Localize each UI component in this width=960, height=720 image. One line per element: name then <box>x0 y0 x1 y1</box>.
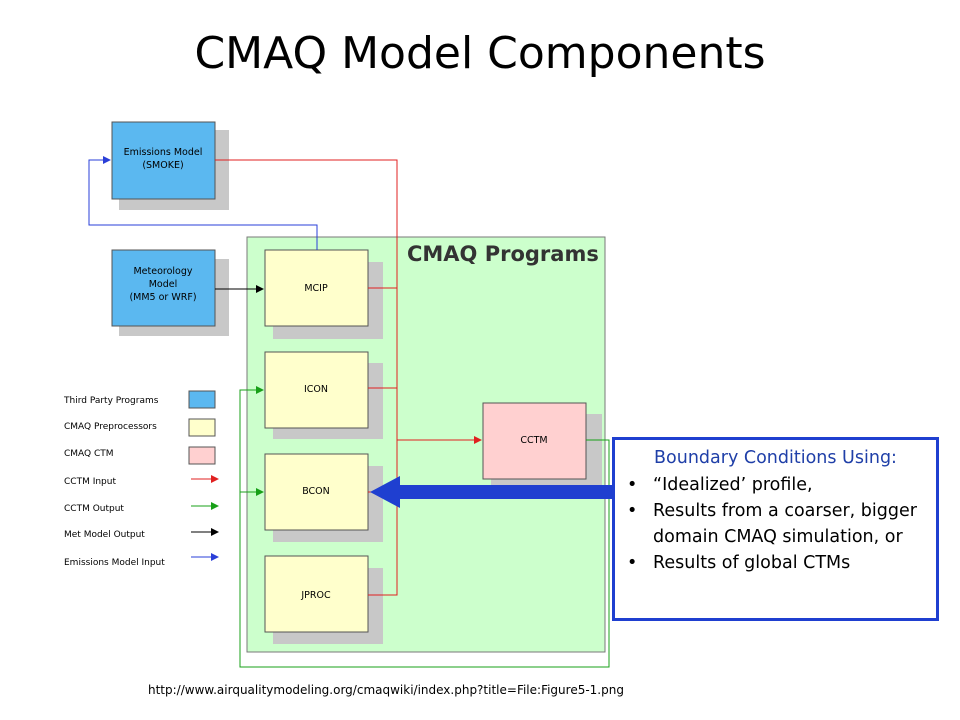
legend-label-emissions-input: Emissions Model Input <box>64 558 165 568</box>
bcon-label: BCON <box>302 486 330 497</box>
legend-swatch-third-party <box>188 390 216 409</box>
cctm-label: CCTM <box>520 435 547 446</box>
legend-swatch-ctm <box>188 446 216 465</box>
emissions-model-line1: Emissions Model <box>124 147 203 158</box>
legend-label-met-output: Met Model Output <box>64 530 145 540</box>
callout-bullet: “Idealized’ profile, <box>627 472 926 498</box>
callout-bullet-list: “Idealized’ profile, Results from a coar… <box>625 472 926 576</box>
cmaq-programs-label: CMAQ Programs <box>407 242 599 266</box>
met-model-line3: (MM5 or WRF) <box>129 292 196 303</box>
legend-label-cctm-input: CCTM Input <box>64 477 116 487</box>
svg-text:(MM5 or WRF): (MM5 or WRF) <box>129 292 196 303</box>
emissions-input-arrow <box>88 156 318 250</box>
slide-title: CMAQ Model Components <box>194 28 766 79</box>
icon-label: ICON <box>304 384 328 395</box>
boundary-conditions-arrow <box>370 476 612 508</box>
callout-bullet: Results from a coarser, bigger domain CM… <box>627 498 926 550</box>
mcip-box: MCIP <box>264 249 383 339</box>
cctm-box: CCTM <box>482 402 602 491</box>
legend: Third Party Programs CMAQ Preprocessors … <box>63 390 219 568</box>
callout-bullet: Results of global CTMs <box>627 550 926 576</box>
jproc-label: JPROC <box>300 590 331 601</box>
legend-label-third-party: Third Party Programs <box>63 396 159 406</box>
icon-box: ICON <box>264 351 383 439</box>
mcip-label: MCIP <box>304 283 328 294</box>
legend-label-preprocessors: CMAQ Preprocessors <box>64 422 157 432</box>
svg-text:Meteorology: Meteorology <box>133 266 192 277</box>
svg-text:(SMOKE): (SMOKE) <box>142 160 183 171</box>
svg-text:Emissions Model: Emissions Model <box>124 147 203 158</box>
emissions-model-line2: (SMOKE) <box>142 160 183 171</box>
svg-text:Model: Model <box>149 279 178 290</box>
cctm-output-arrows <box>239 386 610 668</box>
meteorology-model-box: Meteorology Model (MM5 or WRF) <box>111 249 229 336</box>
source-url: http://www.airqualitymodeling.org/cmaqwi… <box>148 683 624 697</box>
emissions-model-box: Emissions Model (SMOKE) <box>111 121 229 210</box>
met-model-line2: Model <box>149 279 178 290</box>
met-model-line1: Meteorology <box>133 266 192 277</box>
legend-swatch-preprocessors <box>188 418 216 437</box>
bcon-box: BCON <box>264 453 383 542</box>
boundary-conditions-callout: Boundary Conditions Using: “Idealized’ p… <box>612 437 939 621</box>
callout-heading: Boundary Conditions Using: <box>654 448 897 468</box>
legend-label-ctm: CMAQ CTM <box>64 449 114 459</box>
jproc-box: JPROC <box>264 555 383 644</box>
legend-label-cctm-output: CCTM Output <box>64 504 124 514</box>
